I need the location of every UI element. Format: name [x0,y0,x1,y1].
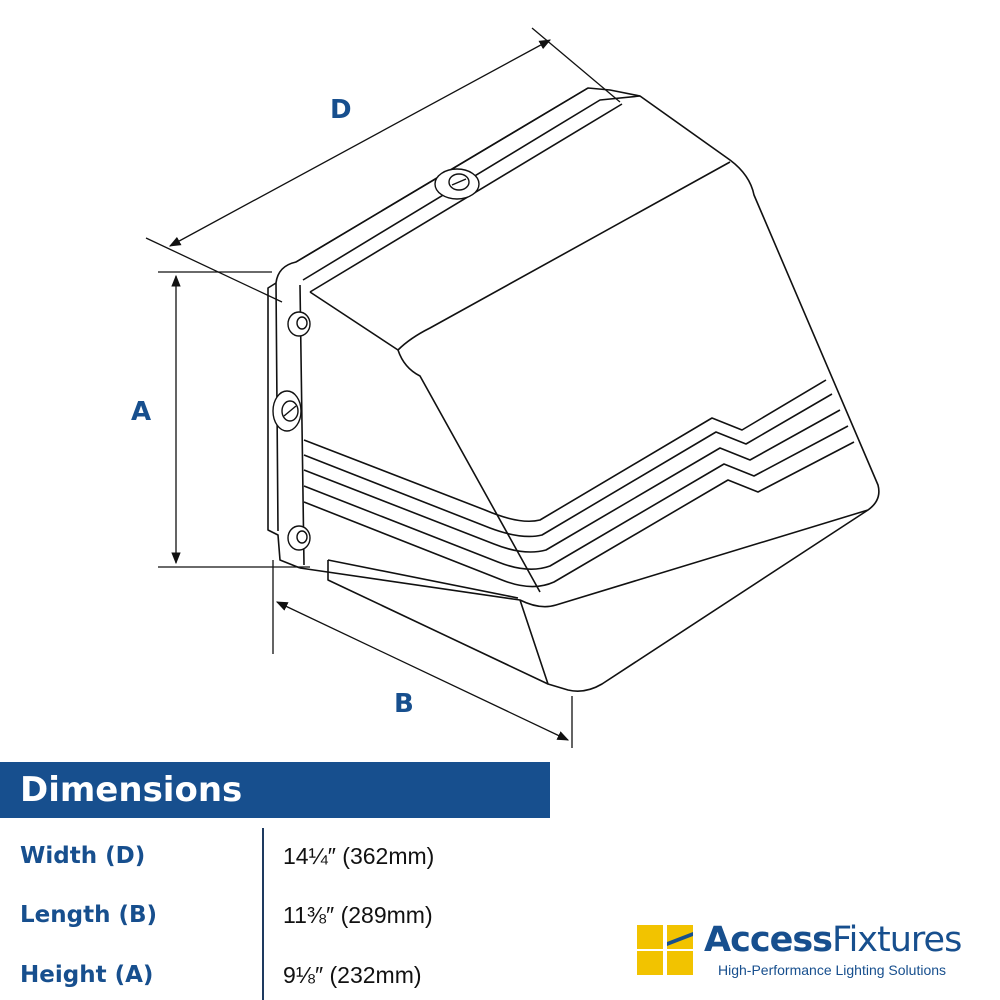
logo-name: AccessFixtures [704,920,962,960]
lens-slot [327,559,549,685]
dimension-label: Height (A) [20,962,154,988]
bracket-screw-bottom-inner [296,530,308,544]
dimension-a-label: A [131,397,151,427]
dimension-label: Length (B) [20,902,158,928]
dimension-row-width: Width (D) 14¼″ (362mm) [0,836,560,876]
logo-name-part2: Fixtures [831,920,962,960]
dimension-value: 9⅛″ (232mm) [283,962,422,988]
fins-front-3 [303,409,841,553]
top-screw [434,168,480,200]
top-screw-slot [451,178,467,186]
dimension-label: Width (D) [20,843,146,869]
housing-outline [275,87,880,692]
fins-front-4 [303,425,849,570]
dimension-value: 11⅜″ (289mm) [283,902,433,928]
dimension-d-extension-left [145,237,283,303]
dimension-a [158,271,310,568]
bracket-screw-top-inner [296,316,308,330]
dimension-d [145,27,621,303]
fins-front-5 [303,441,855,588]
sloped-face-left [397,349,541,593]
top-ridge-2 [302,95,641,281]
side-screw [272,390,302,432]
dimension-row-height: Height (A) 9⅛″ (232mm) [0,955,560,995]
dimension-value: 14¼″ (362mm) [283,843,435,869]
window-grid-icon [637,925,693,975]
dimension-row-length: Length (B) 11⅜″ (289mm) [0,895,560,935]
logo-tagline: High-Performance Lighting Solutions [718,962,947,978]
dimension-b [272,560,573,748]
dimensions-heading: Dimensions [0,762,550,818]
dimension-d-line [168,39,552,247]
logo-name-part1: Access [704,920,833,960]
dimension-b-line [275,601,570,741]
bottom-edge [519,509,869,608]
dimension-d-label: D [330,95,352,125]
fins-front-2 [303,393,833,538]
access-fixtures-logo: AccessFixtures High-Performance Lighting… [636,920,986,982]
fixture-dimension-diagram: D A B [131,27,880,748]
dimension-b-label: B [394,689,414,719]
dimensions-table: Width (D) 14¼″ (362mm) Length (B) 11⅜″ (… [0,828,560,1000]
side-screw-slot [283,405,297,417]
bracket-screw-top [287,311,311,337]
fins-front-1 [303,379,827,523]
back-plate [267,282,301,569]
table-divider [262,828,264,1000]
bracket-screw-bottom [287,525,311,551]
top-face-fold [309,161,731,351]
fixture-drawing [267,87,880,692]
dimension-d-extension-right [531,27,621,103]
